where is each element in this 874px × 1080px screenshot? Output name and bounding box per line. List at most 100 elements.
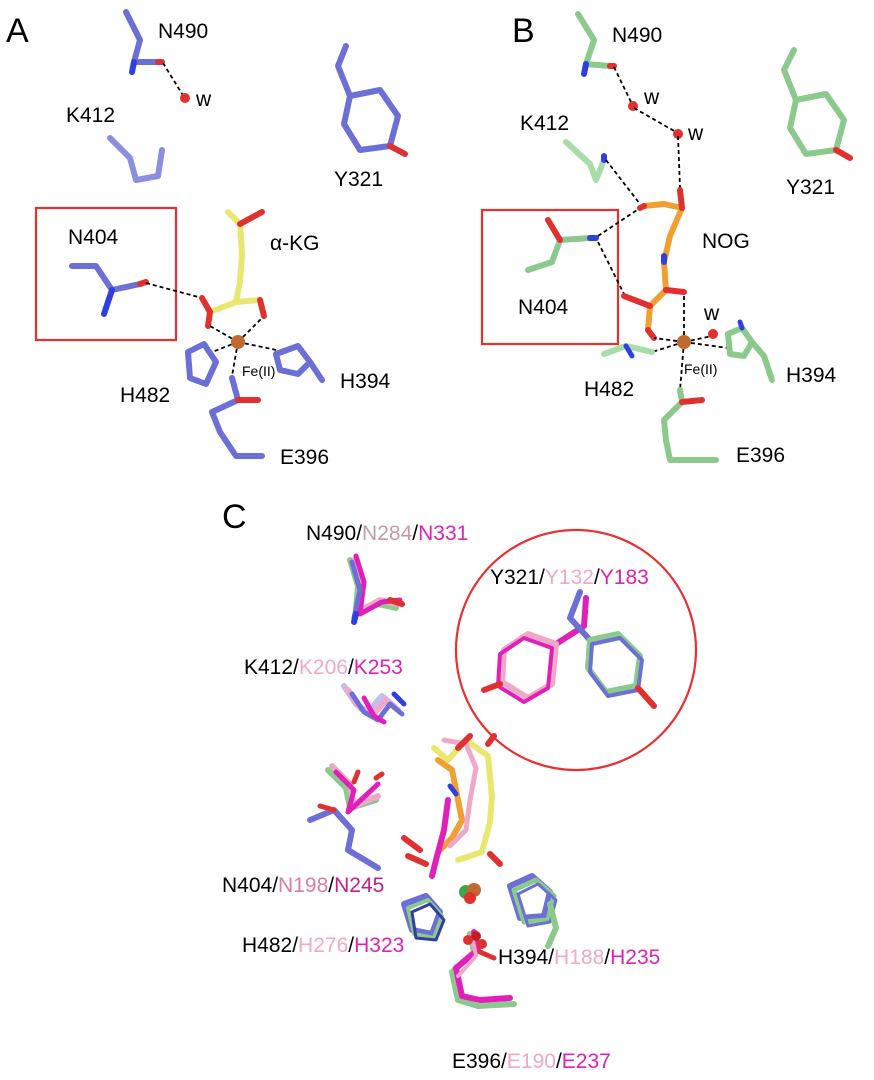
residue-k412-a	[107, 135, 165, 183]
hbond-n490-water-a	[162, 62, 185, 98]
label-water2-b: w	[687, 122, 704, 145]
label-n404-a: N404	[68, 226, 119, 249]
label-n490-c-part3: N331	[418, 522, 468, 545]
panel-c: C N490/N284/N331 Y321/Y132/Y183	[222, 498, 698, 1073]
ligand-nog-b	[621, 187, 687, 341]
label-n490-b: N490	[612, 24, 662, 47]
hbond-n404-akg-a	[145, 282, 203, 299]
label-water-a: w	[195, 88, 212, 111]
label-h394-c-part3: H235	[610, 946, 660, 969]
residue-h394-b	[725, 319, 775, 383]
label-nog-b: NOG	[702, 230, 750, 253]
label-h394-a: H394	[340, 370, 391, 393]
residue-k412-c	[341, 683, 407, 725]
label-k412-a: K412	[66, 104, 115, 127]
label-k412-c-part2: K206	[299, 656, 348, 679]
label-y321-a: Y321	[334, 168, 383, 191]
hbond-w1-w2-b	[633, 107, 677, 133]
label-k412-c-part3: K253	[354, 656, 403, 679]
highlight-box-n404-b	[480, 208, 620, 346]
water2-b	[673, 129, 683, 139]
label-n490-c-sep1: /	[356, 522, 362, 545]
label-h394-b: H394	[786, 364, 837, 387]
label-h482-c: H482/H276/H323	[242, 934, 404, 957]
label-n404-c-sep2: /	[328, 874, 334, 897]
iron-sphere-red-c	[464, 892, 476, 904]
residue-e396-b	[661, 387, 719, 463]
panel-a-letter: A	[6, 12, 29, 50]
water-a	[180, 93, 190, 103]
label-n404-b: N404	[518, 296, 569, 319]
label-n490-c: N490/N284/N331	[306, 522, 468, 545]
label-h394-c-part1: H394	[498, 946, 549, 969]
label-akg-a: α-KG	[270, 232, 319, 255]
ligand-akg-a	[199, 209, 267, 329]
residue-n490-b	[575, 11, 617, 77]
coord-fe-h482-b	[651, 341, 685, 353]
label-n404-c-part2: N198	[278, 874, 328, 897]
residue-k412-b	[563, 139, 607, 183]
label-h482-c-sep2: /	[348, 934, 354, 957]
residue-n404-c	[307, 763, 385, 871]
label-h482-a: H482	[120, 384, 170, 407]
residue-e396-c	[449, 929, 517, 1009]
residue-h394-a	[273, 343, 325, 383]
label-h394-c-sep2: /	[604, 946, 610, 969]
label-y321-c-part2: Y132	[545, 566, 594, 589]
label-k412-b: K412	[520, 112, 569, 135]
label-y321-c-sep2: /	[594, 566, 600, 589]
label-k412-c-sep2: /	[348, 656, 354, 679]
label-n490-a: N490	[158, 20, 208, 43]
label-h482-c-part3: H323	[354, 934, 404, 957]
label-y321-c-part1: Y321	[490, 566, 539, 589]
residue-n490-c	[347, 553, 405, 625]
label-n404-c: N404/N198/N245	[222, 874, 384, 897]
coord-fe-akg2-a	[237, 317, 263, 343]
coord-fe-h394-b	[683, 341, 729, 349]
residue-h482-c	[401, 893, 446, 942]
residue-h482-b	[601, 343, 655, 359]
iron-b	[677, 335, 691, 349]
ligands-overlay-c	[401, 733, 503, 879]
label-y321-c-sep1: /	[539, 566, 545, 589]
label-water1-b: w	[643, 86, 660, 109]
iron-a	[231, 335, 245, 349]
label-e396-c-part1: E396	[452, 1050, 501, 1073]
label-h482-c-part1: H482	[242, 934, 292, 957]
residue-y321-c	[481, 589, 657, 709]
highlight-circle-y321-c	[454, 528, 698, 772]
coord-fe-water-b	[683, 335, 713, 343]
coord-fe-akg1-a	[209, 325, 239, 343]
label-e396-a: E396	[280, 446, 329, 469]
coord-fe-h394-a	[237, 341, 287, 353]
label-h482-c-part2: H276	[298, 934, 348, 957]
label-y321-b: Y321	[786, 176, 835, 199]
label-n490-c-part2: N284	[362, 522, 413, 545]
label-e396-c: E396/E190/E237	[452, 1050, 611, 1073]
hbond-k412-nog-b	[605, 159, 641, 205]
label-n404-c-part3: N245	[334, 874, 384, 897]
label-n404-c-sep1: /	[272, 874, 278, 897]
label-e396-b: E396	[736, 444, 785, 467]
label-h394-c-part2: H188	[554, 946, 604, 969]
coord-fe-e396-b	[679, 341, 685, 391]
label-water3-b: w	[703, 302, 720, 325]
residue-y321-b	[781, 47, 853, 161]
residue-n490-a	[123, 9, 165, 75]
residue-y321-a	[335, 43, 408, 157]
coord-fe-e396-a	[231, 341, 239, 377]
residue-e396-a	[209, 375, 265, 459]
panel-b-letter: B	[512, 12, 535, 50]
coord-fe-nog1-b	[653, 337, 685, 343]
hbond-n490-w1-b	[613, 66, 633, 105]
label-n404-c-part1: N404	[222, 874, 273, 897]
residue-h482-a	[185, 341, 219, 387]
label-fe-a: Fe(II)	[242, 363, 275, 379]
label-h394-c: H394/H188/H235	[498, 946, 660, 969]
residue-h394-c	[507, 873, 559, 949]
label-h394-c-sep1: /	[548, 946, 554, 969]
residue-n404-b	[525, 217, 599, 273]
water3-b	[708, 329, 718, 339]
label-y321-c: Y321/Y132/Y183	[490, 566, 649, 589]
